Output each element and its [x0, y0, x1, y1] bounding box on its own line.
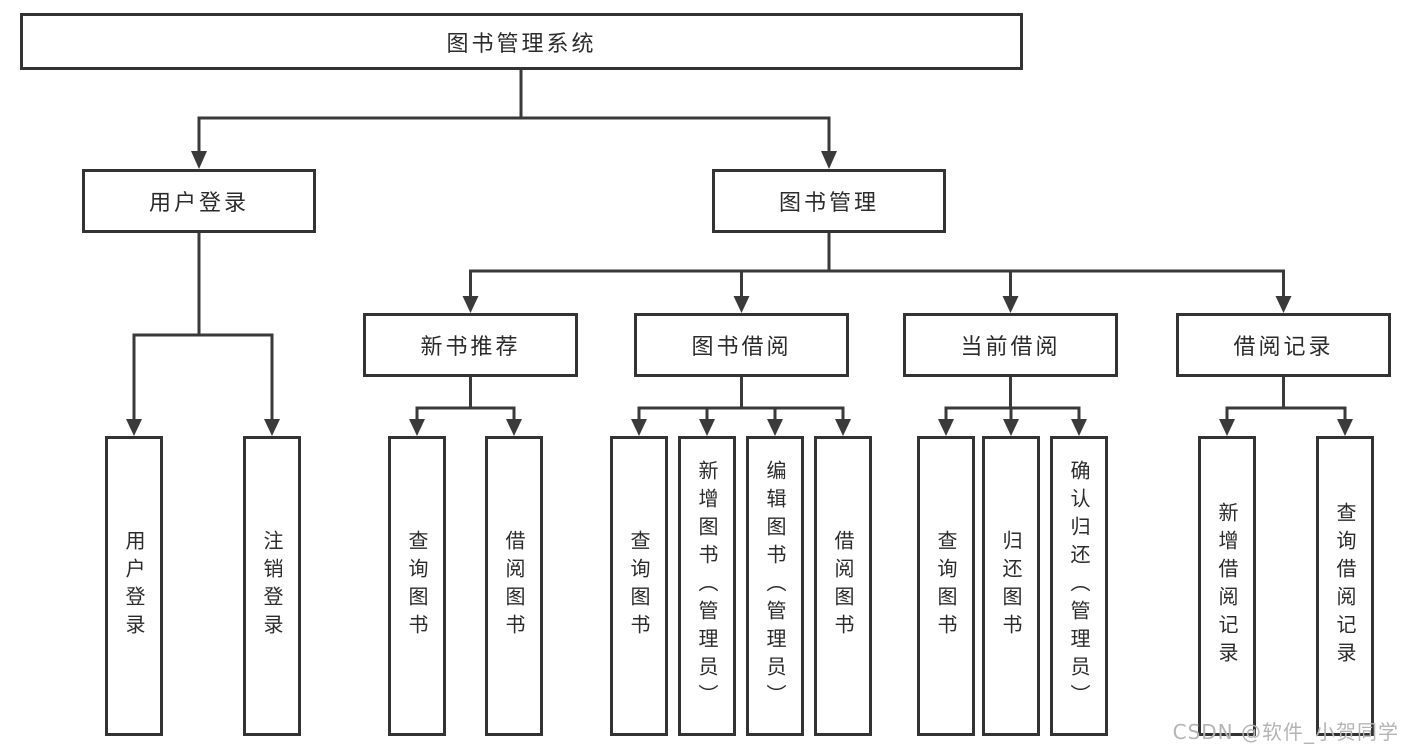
leaf-label: 归还图书 — [999, 530, 1023, 642]
leaf-edit-books-admin: 编辑图书（管理员） — [746, 436, 804, 736]
leaf-label: 注销登录 — [260, 530, 284, 642]
leaf-label: 查询图书 — [405, 530, 429, 642]
csdn-watermark: CSDN @软件_小贺同学 — [1172, 720, 1399, 744]
connector-root-to-level2 — [191, 70, 837, 169]
leaf-borrow-books: 借阅图书 — [814, 436, 872, 736]
connector-user-login-to-leaves — [126, 233, 280, 436]
leaf-user-login: 用户登录 — [105, 436, 163, 736]
connector-current-borrow-to-leaves — [938, 375, 1087, 436]
leaf-add-borrow-record: 新增借阅记录 — [1198, 436, 1256, 736]
connector-book-borrow-to-leaves — [631, 375, 851, 436]
leaf-label: 用户登录 — [122, 530, 146, 642]
leaf-label: 新增图书（管理员） — [695, 460, 719, 712]
connector-book-mgmt-to-level3 — [462, 233, 1292, 313]
node-book-borrowing: 图书借阅 — [634, 313, 849, 377]
leaf-label: 编辑图书（管理员） — [763, 460, 787, 712]
leaf-query-books: 查询图书 — [610, 436, 668, 736]
node-borrowing-records: 借阅记录 — [1176, 313, 1391, 377]
leaf-query-borrow-record: 查询借阅记录 — [1316, 436, 1374, 736]
leaf-label: 新增借阅记录 — [1215, 502, 1239, 670]
leaf-label: 查询图书 — [627, 530, 651, 642]
node-new-book-recommend: 新书推荐 — [363, 313, 578, 377]
leaf-logout: 注销登录 — [243, 436, 301, 736]
leaf-confirm-return-admin: 确认归还（管理员） — [1050, 436, 1108, 736]
node-user-login: 用户登录 — [82, 169, 316, 233]
leaf-label: 确认归还（管理员） — [1067, 460, 1091, 712]
leaf-return-books: 归还图书 — [982, 436, 1040, 736]
node-library-system: 图书管理系统 — [20, 13, 1023, 70]
leaf-label: 查询借阅记录 — [1333, 502, 1357, 670]
leaf-add-books-admin: 新增图书（管理员） — [678, 436, 736, 736]
leaf-borrow-books-recommend: 借阅图书 — [485, 436, 543, 736]
connector-new-books-to-leaves — [409, 375, 522, 436]
leaf-label: 借阅图书 — [502, 530, 526, 642]
node-current-borrowing: 当前借阅 — [903, 313, 1118, 377]
leaf-query-books-recommend: 查询图书 — [388, 436, 446, 736]
leaf-query-books-current: 查询图书 — [917, 436, 975, 736]
leaf-label: 查询图书 — [934, 530, 958, 642]
connector-borrow-records-to-leaves — [1219, 375, 1353, 436]
node-book-management: 图书管理 — [712, 169, 946, 233]
leaf-label: 借阅图书 — [831, 530, 855, 642]
